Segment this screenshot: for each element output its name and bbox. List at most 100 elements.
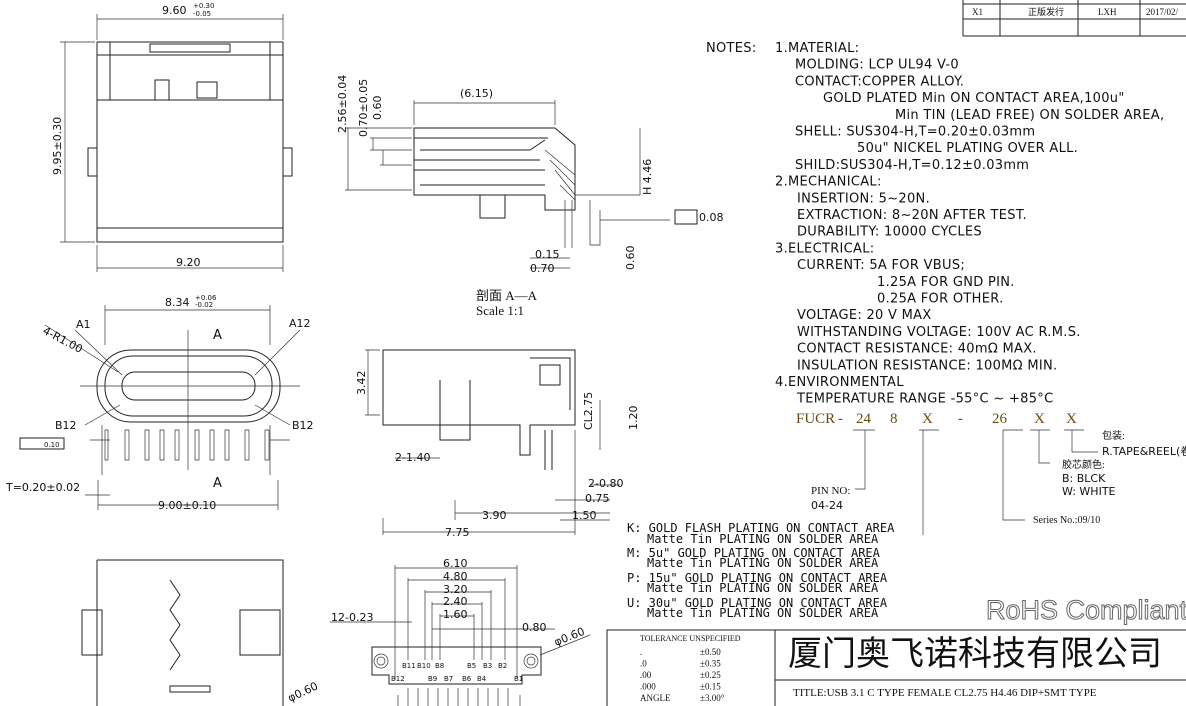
note-line: CURRENT: 5A FOR VBUS; (797, 258, 965, 273)
dim-fp-5: 1.60 (443, 608, 468, 621)
pin-range: 04-24 (811, 499, 843, 512)
footprint-view: 6.10 4.80 3.20 2.40 1.60 12-0.23 0.80 φ0… (330, 557, 591, 706)
tolerance-value: ±0.35 (700, 659, 721, 669)
rev-date: 2017/02/ (1146, 7, 1179, 17)
label-b12-right: B12 (292, 419, 314, 432)
note-line: GOLD PLATED Min ON CONTACT AREA,100u" (823, 91, 1125, 106)
option-u-line2: Matte Tin PLATING ON SOLDER AREA (647, 606, 879, 620)
pn-type: 8 (890, 411, 898, 427)
option-m-line1: M: 5u" GOLD PLATING ON CONTACT AREA (627, 546, 881, 560)
label-a12: A12 (289, 317, 311, 330)
pin-label: B9 (428, 675, 437, 683)
pin-label: B6 (462, 675, 472, 683)
series-no: Series No.:09/10 (1033, 515, 1100, 526)
dim-fp-6: 0.80 (522, 621, 547, 634)
title-block: TOLERANCE UNSPECIFIED .±0.50.0±0.35.00±0… (606, 629, 1186, 706)
pn-prefix: FUCR (796, 411, 835, 427)
bottom-view: φ0.60 (81, 559, 320, 706)
company-name: 厦门奥飞诺科技有限公司 (788, 635, 1162, 673)
dim-top-width: 9.60 (162, 4, 187, 17)
note-line: 2.MECHANICAL: (775, 175, 882, 190)
pin-label: B4 (477, 675, 487, 683)
tolerance-precision: .0 (640, 659, 647, 669)
pack-label: 包装: (1102, 429, 1125, 442)
side-view: 3.42 CL2.75 1.20 2-1.40 2-0.80 0.75 3.90… (355, 349, 640, 539)
tolerance-value: ±0.15 (700, 682, 721, 692)
option-p-line1: P: 15u" GOLD PLATING ON CONTACT AREA (627, 571, 888, 585)
note-line: CONTACT:COPPER ALLOY. (795, 74, 964, 89)
note-line: 4.ENVIRONMENTAL (775, 375, 904, 390)
dim-hole: φ0.60 (552, 625, 586, 649)
dim-tol-plus: +0.30 (193, 2, 214, 10)
section-title: 剖面 A—A (476, 288, 538, 303)
note-line: INSULATION RESISTANCE: 100MΩ MIN. (797, 358, 1057, 373)
label-a1: A1 (76, 318, 91, 331)
dim-pitch: 9.00±0.10 (158, 499, 216, 512)
color-label: 胶芯颜色: (1062, 458, 1105, 471)
note-line: 1.MATERIAL: (775, 41, 859, 56)
rev-code: X1 (972, 7, 983, 17)
pin-label: B5 (467, 662, 476, 670)
pn-plating: X (922, 411, 933, 427)
pin-label: B2 (498, 662, 507, 670)
dim-section-3: 0.60 (371, 96, 384, 121)
tolerance-precision: .000 (640, 682, 656, 692)
color-w: W: WHITE (1062, 485, 1116, 498)
dim-section-2: 0.70±0.05 (357, 79, 370, 137)
dim-front-tol-plus: +0.06 (195, 294, 217, 302)
notes-label: NOTES: (706, 41, 757, 56)
section-mark-top: A (213, 328, 222, 343)
tolerance-precision: ANGLE (640, 693, 671, 703)
part-number: FUCR - 24 8 X - 26 X X PIN NO: 04-24 Ser… (796, 411, 1186, 535)
dim-pins-2: 2-0.80 (588, 477, 623, 490)
label-b12-left: B12 (55, 419, 77, 432)
tolerance-value: ±3.00° (700, 693, 725, 703)
tolerance-value: ±0.25 (700, 670, 721, 680)
note-line: Min TIN (LEAD FREE) ON SOLDER AREA, (895, 108, 1164, 123)
tolerance-value: ±0.50 (700, 647, 721, 657)
rohs-mark: RoHS Compliant (986, 595, 1186, 625)
note-line: TEMPERATURE RANGE -55°C ~ +85°C (796, 392, 1053, 407)
pin-label: B7 (444, 675, 453, 683)
section-scale: Scale 1:1 (476, 303, 524, 318)
pn-packing: X (1066, 411, 1077, 427)
dim-fp-1: 6.10 (443, 557, 468, 570)
dim-side-height: 3.42 (355, 371, 368, 396)
notes: NOTES: 1.MATERIAL:MOLDING: LCP UL94 V-0C… (706, 41, 1164, 407)
dim-section-5: 0.70 (530, 262, 555, 275)
note-line: EXTRACTION: 8~20N AFTER TEST. (797, 208, 1027, 223)
note-line: INSERTION: 5~20N. (797, 191, 930, 206)
pin-label: B12 (391, 675, 405, 683)
note-line: 0.25A FOR OTHER. (877, 292, 1004, 307)
dim-fp-3: 3.20 (443, 583, 468, 596)
pack-value: R.TAPE&REEL(卷 (1102, 444, 1186, 458)
note-line: SHILD:SUS304-H,T=0.12±0.03mm (795, 158, 1029, 173)
dim-side-3: 1.50 (572, 509, 597, 522)
top-pin-labels: B11 B10 B8 B5 B3 B2 (402, 662, 507, 670)
rev-drawn: LXH (1098, 7, 1117, 17)
pn-series: 26 (992, 411, 1008, 427)
pin-label: B10 (417, 662, 431, 670)
pin-label: B3 (483, 662, 492, 670)
note-line: 3.ELECTRICAL: (775, 241, 874, 256)
revision-table: X1 正版发行 LXH 2017/02/ (962, 0, 1186, 37)
note-line: 1.25A FOR GND PIN. (877, 275, 1015, 290)
pin-label: B1 (514, 675, 523, 683)
dim-fp-2: 4.80 (443, 570, 468, 583)
flatness-value: 0.08 (699, 211, 724, 224)
option-k-line1: K: GOLD FLASH PLATING ON CONTACT AREA (627, 521, 895, 535)
pin-label: B8 (435, 662, 444, 670)
pn-color: X (1034, 411, 1045, 427)
option-k-line2: Matte Tin PLATING ON SOLDER AREA (647, 532, 879, 546)
note-line: VOLTAGE: 20 V MAX (797, 308, 932, 323)
note-line: SHELL: SUS304-H,T=0.20±0.03mm (795, 125, 1035, 140)
dim-pins-1: 2-1.40 (395, 451, 430, 464)
pn-dash2: - (958, 411, 963, 427)
dim-section-6: 0.60 (624, 246, 637, 271)
tolerance-precision: .00 (640, 670, 652, 680)
drawing-title: TITLE:USB 3.1 C TYPE FEMALE CL2.75 H4.46… (793, 687, 1097, 699)
note-line: CONTACT RESISTANCE: 40mΩ MAX. (797, 342, 1037, 357)
note-line: MOLDING: LCP UL94 V-0 (795, 58, 959, 73)
front-flatness: 0.10 (44, 441, 60, 449)
